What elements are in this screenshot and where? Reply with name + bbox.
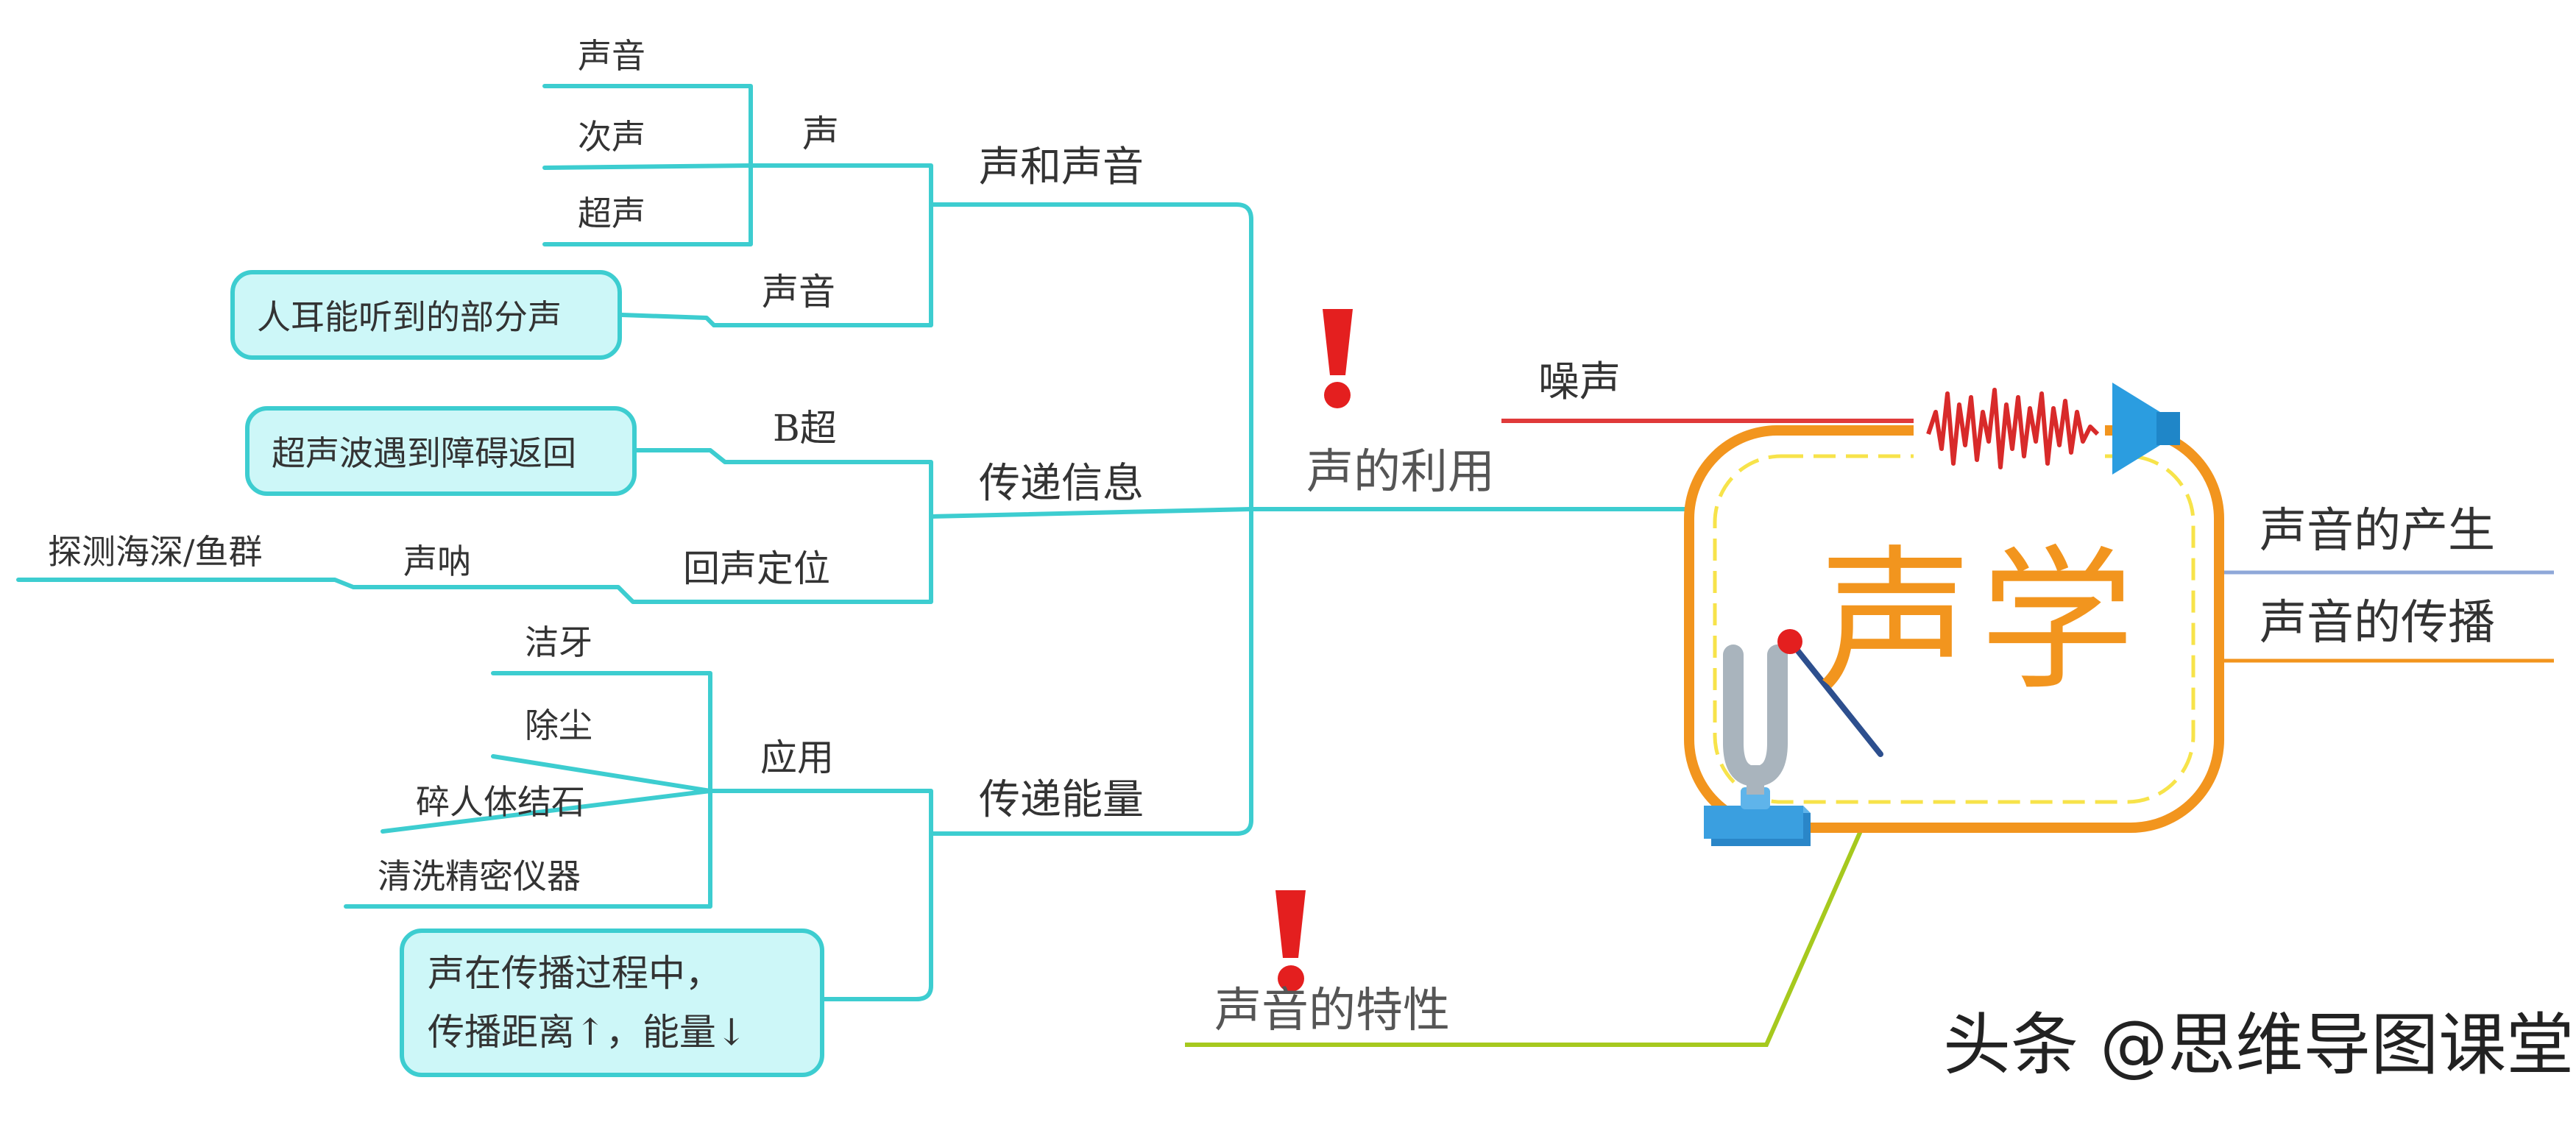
node-b-ultrasound: B超 — [773, 407, 837, 450]
link-properties — [1185, 826, 1864, 1047]
teal-connectors — [16, 84, 1688, 1001]
node-information: 传递信息 — [979, 460, 1144, 508]
speaker-icon — [2112, 383, 2180, 475]
note-energy-line1: 声在传播过程中， — [428, 952, 722, 995]
sound-item-ultrasound: 超声 — [578, 193, 645, 233]
node-sound-and-voice: 声和声音 — [979, 143, 1144, 191]
link-voice-note — [620, 313, 716, 327]
note-energy: 声在传播过程中， 传播距离↑，能量↓ — [400, 929, 824, 1077]
node-energy: 传递能量 — [979, 776, 1144, 824]
note-energy-line2: 传播距离↑，能量↓ — [428, 1011, 747, 1054]
branch-propagation: 声音的传播 — [2260, 596, 2495, 650]
link-sound-voice-children — [712, 163, 933, 327]
app-item-instruments: 清洗精密仪器 — [378, 856, 581, 896]
node-sound: 声 — [802, 113, 839, 155]
branch-usage: 声的利用 — [1306, 445, 1495, 500]
link-information-children — [16, 448, 933, 604]
exclamation-icon — [1323, 309, 1353, 408]
sound-wave-icon — [1914, 388, 2105, 469]
note-audible-sound: 人耳能听到的部分声 — [230, 270, 622, 360]
node-application: 应用 — [760, 736, 834, 779]
link-energy-children — [708, 789, 933, 1001]
app-item-teeth: 洁牙 — [525, 622, 592, 662]
app-item-dust: 除尘 — [525, 706, 592, 745]
node-sonar: 声呐 — [403, 542, 471, 581]
node-voice: 声音 — [762, 271, 835, 313]
link-information — [929, 507, 1253, 519]
exclamation-icon — [1275, 890, 1306, 992]
branch-properties: 声音的特性 — [1214, 984, 1450, 1038]
node-detect: 探测海深/鱼群 — [48, 532, 263, 572]
node-echolocation: 回声定位 — [683, 547, 830, 590]
app-item-stones: 碎人体结石 — [416, 782, 585, 822]
link-application-items — [344, 671, 712, 909]
link-sound-items — [542, 84, 753, 246]
note-b-ultrasound: 超声波遇到障碍返回 — [245, 406, 637, 496]
sound-item-infrasound: 次声 — [578, 117, 645, 157]
link-energy — [929, 507, 1253, 836]
link-sound-and-voice — [929, 202, 1253, 511]
tuning-fork-icon — [1704, 645, 1811, 846]
mallet-icon — [1777, 629, 1883, 757]
branch-noise: 噪声 — [1538, 358, 1621, 406]
branch-production: 声音的产生 — [2260, 504, 2495, 558]
center-title: 声学 — [1818, 531, 2142, 711]
sound-item-voice: 声音 — [578, 36, 645, 76]
watermark: 头条 @思维导图课堂 — [1943, 1006, 2575, 1084]
